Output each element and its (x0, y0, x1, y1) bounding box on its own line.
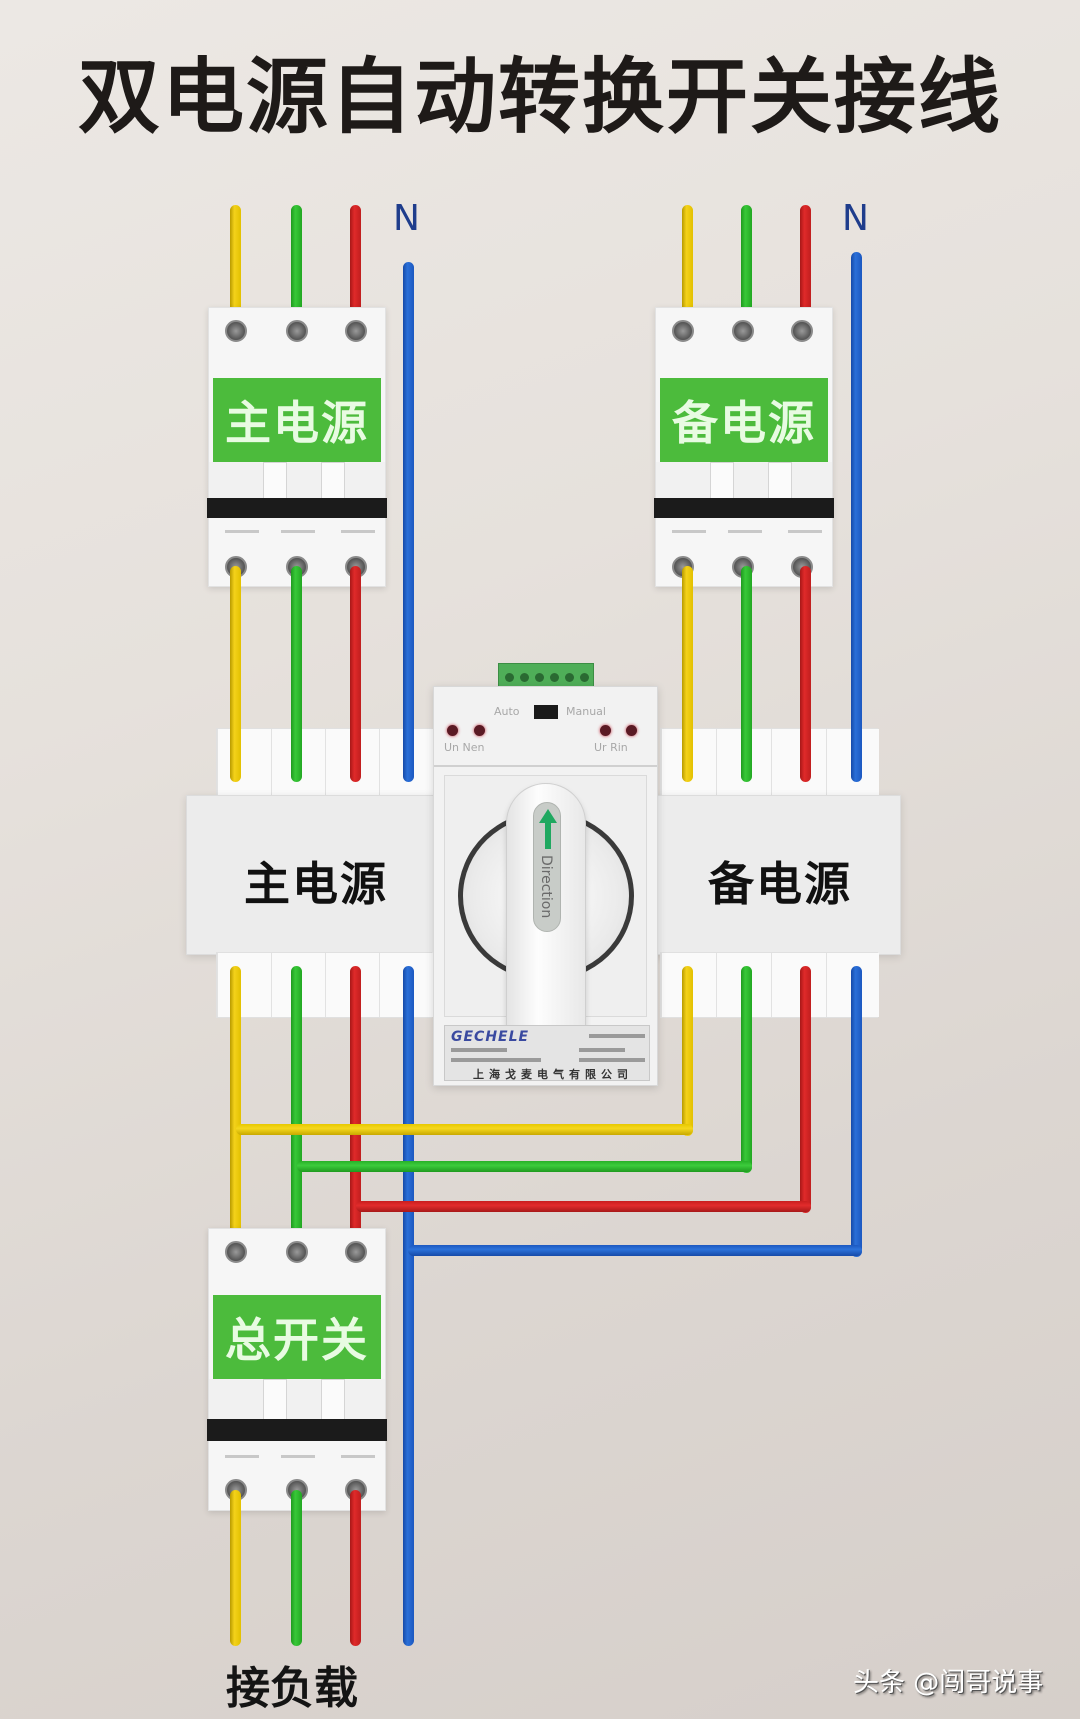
ats-backup-source-label: 备电源 (708, 857, 852, 911)
diagram-title: 双电源自动转换开关接线 (77, 50, 1002, 145)
backup-source-l3-incoming-wire (800, 205, 811, 325)
backup-indicator-label: Ur Rin (594, 741, 628, 754)
ats-main-bottom-terminals (216, 952, 433, 1018)
green-bus-link-wire (297, 1161, 752, 1172)
ats-main-source-label: 主电源 (244, 857, 388, 911)
main-closed-indicator-led (474, 725, 485, 736)
backup-l3-to-ats-wire (800, 566, 811, 782)
terminal-screw-icon (345, 320, 367, 342)
main-source-breaker[interactable]: 主电源 (207, 307, 387, 587)
breaker-handle-bar[interactable] (654, 498, 834, 518)
backup-source-l2-incoming-wire (741, 205, 752, 325)
main-power-indicator-led (447, 725, 458, 736)
ats-controller-module: Auto Manual Un Nen Ur Rin Direction GECH… (433, 686, 658, 1086)
ats-backup-neutral-out-wire (851, 966, 862, 1257)
ats-main-top-terminals (216, 728, 433, 796)
ats-backup-l3-out-wire (800, 966, 811, 1213)
main-switch-breaker[interactable]: 总开关 (207, 1228, 387, 1511)
breaker-lever[interactable] (263, 1379, 287, 1425)
breaker-lever[interactable] (321, 1379, 345, 1425)
backup-l2-to-ats-wire (741, 566, 752, 782)
auto-mode-label: Auto (494, 705, 520, 718)
backup-neutral-wire (851, 252, 862, 782)
ats-main-l2-out-wire (291, 966, 302, 1256)
backup-neutral-label: N (842, 198, 869, 239)
main-neutral-label: N (393, 198, 420, 239)
load-l2-wire (291, 1490, 302, 1646)
yellow-bus-link-wire (236, 1124, 693, 1135)
main-l2-to-ats-wire (291, 566, 302, 782)
terminal-screw-icon (225, 320, 247, 342)
breaker-handle-bar[interactable] (207, 1419, 387, 1441)
backup-source-breaker-label: 备电源 (660, 378, 828, 462)
load-l1-wire (230, 1490, 241, 1646)
terminal-screw-icon (791, 320, 813, 342)
main-neutral-wire (403, 262, 414, 782)
direction-arrow-icon (539, 809, 557, 849)
ats-nameplate: GECHELE 上海戈麦电气有限公司 (444, 1025, 650, 1081)
terminal-screw-icon (286, 320, 308, 342)
terminal-screw-icon (672, 320, 694, 342)
terminal-screw-icon (345, 1241, 367, 1263)
load-l3-wire (350, 1490, 361, 1646)
red-bus-link-wire (356, 1201, 811, 1212)
backup-closed-indicator-led (626, 725, 637, 736)
main-l1-to-ats-wire (230, 566, 241, 782)
main-switch-breaker-label: 总开关 (213, 1295, 381, 1379)
ats-backup-l2-out-wire (741, 966, 752, 1173)
main-l3-to-ats-wire (350, 566, 361, 782)
main-source-l3-incoming-wire (350, 205, 361, 325)
backup-source-breaker[interactable]: 备电源 (654, 307, 834, 587)
ats-backup-top-terminals (660, 728, 879, 796)
main-source-l1-incoming-wire (230, 205, 241, 325)
ats-main-l1-out-wire (230, 966, 241, 1256)
load-label: 接负载 (226, 1663, 358, 1714)
ats-main-neutral-out-wire (403, 966, 414, 1646)
maker-label: 上海戈麦电气有限公司 (473, 1068, 633, 1081)
manual-mode-label: Manual (566, 705, 606, 718)
backup-power-indicator-led (600, 725, 611, 736)
terminal-screw-icon (225, 1241, 247, 1263)
backup-source-l1-incoming-wire (682, 205, 693, 325)
main-source-breaker-label: 主电源 (213, 378, 381, 462)
main-indicator-label: Un Nen (444, 741, 485, 754)
terminal-screw-icon (286, 1241, 308, 1263)
main-source-l2-incoming-wire (291, 205, 302, 325)
blue-bus-link-wire (408, 1245, 862, 1256)
breaker-handle-bar[interactable] (207, 498, 387, 518)
ats-main-l3-out-wire (350, 966, 361, 1256)
ats-backup-l1-out-wire (682, 966, 693, 1136)
direction-label: Direction (538, 855, 554, 919)
brand-label: GECHELE (451, 1029, 530, 1045)
backup-l1-to-ats-wire (682, 566, 693, 782)
watermark: 头条 @闯哥说事 (853, 1668, 1044, 1698)
auto-manual-switch[interactable] (534, 705, 558, 719)
terminal-screw-icon (732, 320, 754, 342)
transfer-handle[interactable]: Direction (506, 783, 586, 1045)
